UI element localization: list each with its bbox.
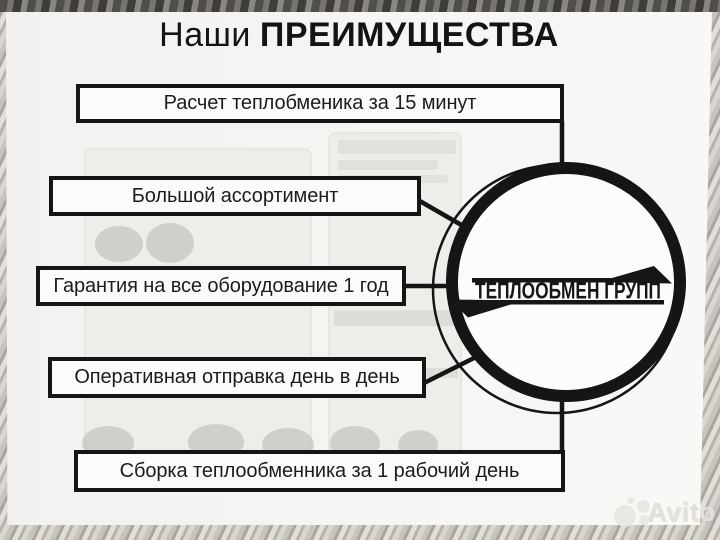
page-title-bold: ПРЕИМУЩЕСТВА [259,16,559,54]
advantage-box-4: Оперативная отправка день в день [48,357,426,398]
avito-watermark: Avito [612,496,716,528]
advantage-label: Гарантия на все оборудование 1 год [53,274,389,297]
avito-logo-icon [612,496,650,528]
advantage-label: Оперативная отправка день в день [74,366,400,388]
advantage-label: Сборка теплообменника за 1 рабочий день [119,459,520,482]
advantage-box-5: Сборка теплообменника за 1 рабочий день [74,450,565,492]
advantage-box-3: Гарантия на все оборудование 1 год [36,266,406,306]
advantage-label: Расчет теплобменика за 15 минут [163,92,477,114]
advantage-label: Большой ассортимент [131,184,339,207]
advantage-box-2: Большой ассортимент [49,176,421,216]
avito-circle-icon [637,500,650,513]
avito-circle-icon [639,515,649,525]
advantage-box-1: Расчет теплобменика за 15 минут [76,84,564,123]
page-title-normal: Наши [159,16,251,54]
avito-circle-icon [614,505,636,527]
photo-top-edge [0,0,720,12]
avito-circle-icon [627,497,634,504]
avito-watermark-text: Avito [647,496,716,527]
